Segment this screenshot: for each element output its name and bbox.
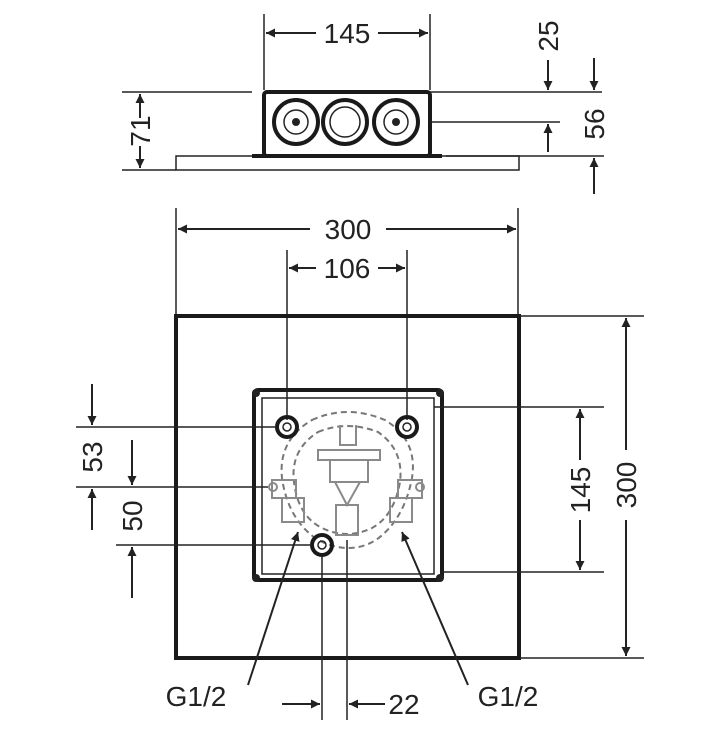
inlet-right-label: G1/2: [478, 681, 539, 712]
dim-plate-height-label: 300: [611, 462, 642, 509]
dim-top-offset: 25: [430, 20, 602, 93]
dim-inlet-spacing: 106: [286, 250, 408, 420]
dim-lower-offset-label: 50: [117, 500, 148, 531]
dim-plate-height: 300: [520, 315, 644, 659]
mounting-frame: [252, 388, 444, 582]
valve-body-outline: [268, 411, 425, 549]
dim-upper-offset: 53: [76, 384, 277, 530]
dim-lower-offset: 50: [116, 440, 312, 598]
dim-top-width-label: 145: [324, 18, 371, 49]
dim-inlet-spacing-label: 106: [324, 253, 371, 284]
dim-height-left-label: 71: [125, 115, 156, 146]
inlet-right-arrow: [401, 531, 469, 686]
dim-outlet-offset: 22: [282, 540, 420, 720]
dim-frame-height-label: 145: [565, 467, 596, 514]
dim-top-offset-label: 25: [533, 20, 564, 51]
inlet-left-arrow: [247, 531, 300, 686]
dim-top-width: 145: [263, 14, 431, 90]
side-view-plate: [175, 155, 520, 171]
side-view-port-left: [272, 98, 320, 146]
dim-depth-right-label: 56: [579, 108, 610, 139]
side-view-port-right: [372, 98, 420, 146]
side-view: [175, 90, 520, 171]
dim-upper-offset-label: 53: [77, 441, 108, 472]
upper-right-inlet: [395, 415, 419, 439]
dim-plate-width: 300: [175, 208, 519, 314]
dim-depth-right: 56: [430, 58, 610, 194]
inlet-left-label: G1/2: [166, 681, 227, 712]
dim-outlet-offset-label: 22: [388, 689, 419, 720]
dim-frame-height: 145: [434, 406, 604, 573]
side-view-port-center: [321, 98, 369, 146]
dim-height-left: 71: [122, 91, 252, 171]
dim-plate-width-label: 300: [325, 214, 372, 245]
